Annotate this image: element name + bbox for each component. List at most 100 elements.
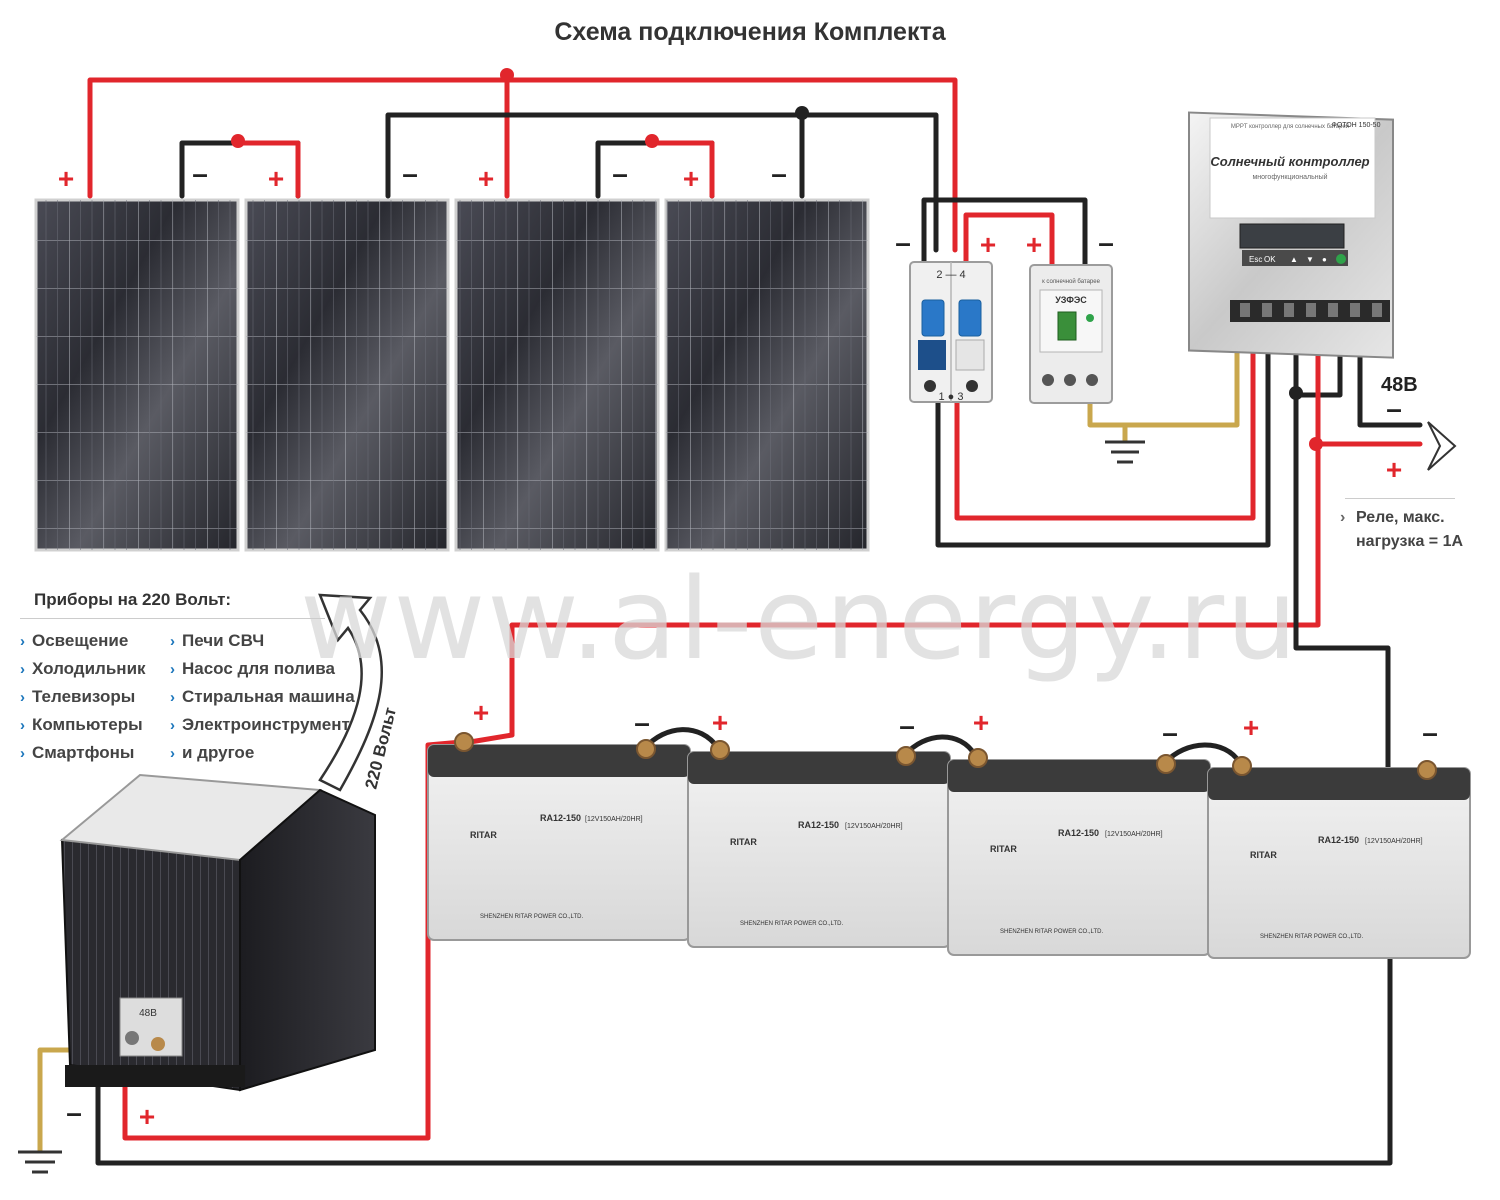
chevron-right-icon: ›: [170, 689, 175, 706]
plus-sign: +: [1026, 229, 1042, 260]
battery-model: RA12-150: [1058, 828, 1099, 838]
divider: [1345, 498, 1455, 499]
controller-display: [1239, 223, 1345, 249]
controller-button-esc[interactable]: Esc: [1249, 255, 1262, 264]
solar-panel: [454, 198, 660, 552]
solar-panel: [664, 198, 870, 552]
battery-maker: SHENZHEN RITAR POWER CO.,LTD.: [1000, 929, 1103, 935]
battery: RITAR RA12-150 [12V150AH/20HR] SHENZHEN …: [947, 748, 1211, 956]
inverter: 48В: [59, 773, 376, 1092]
solar-controller: MPPT контроллер для солнечных батарей ФО…: [1188, 111, 1394, 359]
plus-sign: +: [973, 707, 989, 738]
plus-sign: +: [712, 707, 728, 738]
list-item: ›Стиральная машина: [170, 683, 355, 711]
battery-model: RA12-150: [540, 813, 581, 823]
battery-spec: [12V150AH/20HR]: [1105, 831, 1163, 838]
battery-spec: [12V150AH/20HR]: [585, 816, 643, 823]
plus-sign: +: [478, 163, 494, 194]
junction-node: [795, 106, 809, 120]
plus-sign: +: [1386, 454, 1402, 485]
list-item: ›Освещение: [20, 627, 146, 655]
battery-maker: SHENZHEN RITAR POWER CO.,LTD.: [1260, 934, 1363, 940]
list-item: ›Компьютеры: [20, 711, 146, 739]
uzes-label: УЗФЭС: [1055, 295, 1087, 305]
minus-sign: –: [1162, 717, 1178, 748]
battery-maker: SHENZHEN RITAR POWER CO.,LTD.: [480, 914, 583, 920]
solar-panel: [244, 198, 450, 552]
battery-model: RA12-150: [1318, 835, 1359, 845]
minus-sign: –: [1386, 393, 1402, 424]
battery-model: RA12-150: [798, 820, 839, 830]
ground-icon: [1105, 440, 1145, 464]
ground-icon: [18, 1150, 62, 1174]
output-voltage-label: 48В: [1381, 374, 1418, 396]
controller-model: ФОТОН 150-50: [1332, 122, 1381, 129]
chevron-right-icon: ›: [20, 689, 25, 706]
list-item: ›Печи СВЧ: [170, 627, 355, 655]
surge-protector-uzes: УЗФЭС к солнечной батарее: [1029, 264, 1113, 404]
chevron-right-icon: ›: [170, 717, 175, 734]
junction-node: [231, 134, 245, 148]
controller-button-enter[interactable]: ●: [1322, 255, 1327, 264]
plus-sign: +: [473, 697, 489, 728]
relay-note: › Реле, макс. нагрузка = 1А: [1340, 506, 1495, 554]
battery: RITAR RA12-150 [12V150AH/20HR] SHENZHEN …: [687, 740, 951, 948]
controller-wiring: [509, 197, 1428, 773]
chevron-right-icon: ›: [170, 633, 175, 650]
plus-sign: +: [683, 163, 699, 194]
minus-sign: –: [899, 710, 915, 741]
battery-brand: RITAR: [1250, 850, 1277, 860]
relay-line: Реле, макс.: [1356, 509, 1445, 526]
battery: RITAR RA12-150 [12V150AH/20HR] SHENZHEN …: [1207, 756, 1471, 959]
chevron-right-icon: ›: [20, 745, 25, 762]
controller-button-up[interactable]: ▲: [1290, 255, 1298, 264]
minus-sign: –: [771, 158, 787, 189]
power-icon[interactable]: [1336, 254, 1346, 264]
list-item: ›и другое: [170, 739, 355, 767]
controller-name: Солнечный контроллер: [1210, 154, 1369, 169]
plus-sign: +: [139, 1101, 155, 1132]
inverter-plate-label: 48В: [139, 1008, 157, 1019]
battery-bank: RITAR RA12-150 [12V150AH/20HR] SHENZHEN …: [427, 732, 1471, 959]
minus-sign: –: [402, 158, 418, 189]
battery: RITAR RA12-150 [12V150AH/20HR] SHENZHEN …: [427, 732, 691, 941]
list-item: ›Электроинструмент: [170, 711, 355, 739]
chevron-right-icon: ›: [1340, 509, 1346, 526]
panel-wiring: [87, 77, 958, 253]
battery-brand: RITAR: [730, 837, 757, 847]
breaker-top-label: 2 — 4: [936, 269, 965, 281]
minus-sign: –: [1098, 227, 1114, 258]
controller-button-ok[interactable]: OK: [1264, 255, 1276, 264]
devices-title: Приборы на 220 Вольт:: [34, 590, 232, 609]
circuit-breaker: 2 — 4 1 ● 3: [909, 261, 993, 403]
battery-spec: [12V150AH/20HR]: [845, 823, 903, 830]
chevron-right-icon: ›: [20, 661, 25, 678]
plus-sign: +: [58, 163, 74, 194]
controller-button-down[interactable]: ▼: [1306, 255, 1314, 264]
page-title: Схема подключения Комплекта: [554, 18, 946, 46]
minus-sign: –: [66, 1097, 82, 1128]
battery-brand: RITAR: [470, 830, 497, 840]
output-arrow-icon: [1427, 421, 1457, 471]
junction-node: [500, 68, 514, 82]
minus-sign: –: [1422, 717, 1438, 748]
polarity-labels: + – + – + – + – – + + – – + + – + – + – …: [58, 158, 1438, 1132]
plus-sign: +: [268, 163, 284, 194]
relay-line: нагрузка = 1А: [1356, 533, 1464, 550]
minus-sign: –: [192, 158, 208, 189]
chevron-right-icon: ›: [20, 717, 25, 734]
list-item: ›Телевизоры: [20, 683, 146, 711]
minus-sign: –: [895, 227, 911, 258]
controller-subtitle: многофункциональный: [1252, 173, 1327, 181]
solar-panel: [34, 198, 240, 552]
chevron-right-icon: ›: [170, 661, 175, 678]
junction-node: [645, 134, 659, 148]
solar-panels: [34, 198, 870, 552]
uzes-sublabel: к солнечной батарее: [1042, 278, 1101, 285]
list-item: ›Холодильник: [20, 655, 146, 683]
minus-sign: –: [634, 707, 650, 738]
devices-list-right: ›Печи СВЧ ›Насос для полива ›Стиральная …: [170, 627, 355, 767]
battery-brand: RITAR: [990, 844, 1017, 854]
plus-sign: +: [980, 229, 996, 260]
